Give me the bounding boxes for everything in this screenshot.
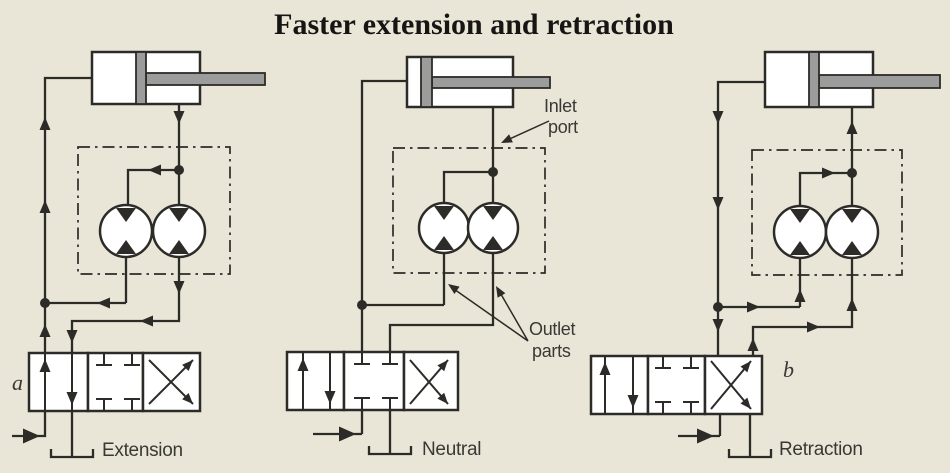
motor-right xyxy=(824,204,880,260)
circuit-neutral: Inlet port Outlet parts Neutral xyxy=(285,55,578,460)
pressure-source-icon xyxy=(339,426,356,442)
flow-divider-motors xyxy=(417,201,520,255)
state-label-neutral: Neutral xyxy=(422,439,481,460)
circuit-retraction: b Retraction xyxy=(589,50,941,460)
state-label-extension: Extension xyxy=(102,440,183,461)
state-label-retraction: Retraction xyxy=(779,439,863,460)
outlet-ports-annotation: Outlet parts xyxy=(445,280,576,361)
piston xyxy=(135,51,147,105)
cylinder xyxy=(90,50,266,106)
circuit-extension: a Extension xyxy=(12,50,266,461)
directional-valve xyxy=(589,354,764,416)
tank-symbol xyxy=(727,414,773,459)
flow-divider-enclosure xyxy=(751,149,903,276)
valve-position-parallel xyxy=(285,350,346,412)
piston-rod xyxy=(145,72,266,86)
pressure-source-icon xyxy=(697,428,714,444)
tank-symbol xyxy=(367,410,413,456)
valve-position-label-a: a xyxy=(12,370,23,395)
inlet-port-label-line2: port xyxy=(548,117,578,137)
outlet-ports-label-line2: parts xyxy=(532,341,571,361)
hydraulic-lines xyxy=(12,76,181,438)
valve-position-parallel xyxy=(27,351,90,413)
valve-position-closed xyxy=(86,351,145,413)
cylinder xyxy=(405,55,551,109)
piston xyxy=(808,51,820,108)
directional-valve xyxy=(27,351,202,413)
valve-position-closed xyxy=(342,350,406,412)
figure-title: Faster extension and retraction xyxy=(274,8,674,41)
piston-rod xyxy=(818,74,941,89)
motor-right xyxy=(151,203,207,259)
outlet-ports-label-line1: Outlet xyxy=(529,319,576,339)
flow-divider-motors xyxy=(772,204,880,260)
pressure-source-icon xyxy=(23,428,40,444)
valve-position-parallel xyxy=(589,354,650,416)
hydraulic-lines xyxy=(313,79,495,436)
valve-position-closed xyxy=(646,354,707,416)
tank-symbol xyxy=(49,411,95,459)
flow-divider-enclosure xyxy=(392,147,546,274)
directional-valve xyxy=(285,350,460,412)
cylinder xyxy=(763,50,941,109)
valve-position-label-b: b xyxy=(783,357,794,382)
pointer-arrow-icon xyxy=(499,134,513,148)
inlet-port-label-line1: Inlet xyxy=(544,96,577,116)
flow-divider-enclosure xyxy=(77,146,231,275)
inlet-port-annotation: Inlet port xyxy=(499,96,578,148)
piston-rod xyxy=(431,76,551,89)
motor-right xyxy=(466,201,520,255)
flow-divider-motors xyxy=(98,203,207,259)
piston xyxy=(420,56,433,108)
